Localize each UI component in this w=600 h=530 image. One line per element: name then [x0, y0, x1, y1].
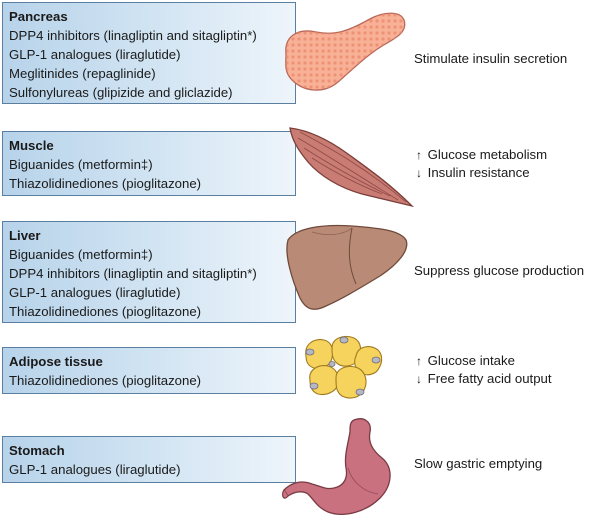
effect-line: ↓ Free fatty acid output [416, 371, 552, 386]
drug-item: Sulfonylureas (glipizide and gliclazide) [9, 85, 233, 100]
effect-text: Slow gastric emptying [414, 456, 543, 471]
drug-item: GLP-1 analogues (liraglutide) [9, 462, 181, 477]
organ-title: Muscle [9, 138, 54, 153]
effect-line: ↑ Glucose metabolism [416, 147, 548, 162]
organ-title: Pancreas [9, 9, 68, 24]
drug-item: Biguanides (metformin‡) [9, 247, 153, 262]
up-arrow-icon: ↑ [416, 354, 422, 368]
adipose-tissue-drug-box: Adipose tissue Thiazolidinediones (piogl… [2, 347, 296, 394]
down-arrow-icon: ↓ [416, 372, 422, 386]
drug-item: Biguanides (metformin‡) [9, 157, 153, 172]
effect-text: Suppress glucose production [414, 263, 585, 278]
up-arrow-icon: ↑ [416, 148, 422, 162]
organ-title: Adipose tissue [9, 354, 103, 369]
drug-item: DPP4 inhibitors (linagliptin and sitagli… [9, 266, 257, 281]
organ-title: Stomach [9, 443, 65, 458]
effect-line: ↓ Insulin resistance [416, 165, 530, 180]
stomach-drug-box: Stomach GLP-1 analogues (liraglutide) [2, 436, 296, 483]
drug-item: GLP-1 analogues (liraglutide) [9, 285, 181, 300]
effect-text: ↑ Glucose metabolism ↓ Insulin resistanc… [414, 146, 547, 182]
down-arrow-icon: ↓ [416, 166, 422, 180]
adipose-tissue-icon [305, 335, 383, 399]
drug-item: DPP4 inhibitors (linagliptin and sitagli… [9, 28, 257, 43]
pancreas-icon [285, 12, 406, 91]
drug-item: Thiazolidinediones (pioglitazone) [9, 176, 202, 191]
liver-icon [286, 224, 408, 310]
liver-drug-box: Liver Biguanides (metformin‡) DPP4 inhib… [2, 221, 296, 323]
organ-title: Liver [9, 228, 41, 243]
stomach-icon [282, 418, 391, 515]
drug-item: Thiazolidinediones (pioglitazone) [9, 304, 202, 319]
muscle-drug-box: Muscle Biguanides (metformin‡) Thiazolid… [2, 131, 296, 196]
drug-item: Thiazolidinediones (pioglitazone) [9, 373, 202, 388]
drug-item: GLP-1 analogues (liraglutide) [9, 47, 181, 62]
effect-text: ↑ Glucose intake ↓ Free fatty acid outpu… [414, 352, 552, 388]
effect-text: Stimulate insulin secretion [414, 51, 568, 66]
muscle-icon [289, 127, 415, 208]
pancreas-drug-box: Pancreas DPP4 inhibitors (linagliptin an… [2, 2, 296, 104]
effect-line: ↑ Glucose intake [416, 353, 515, 368]
drug-item: Meglitinides (repaglinide) [9, 66, 156, 81]
